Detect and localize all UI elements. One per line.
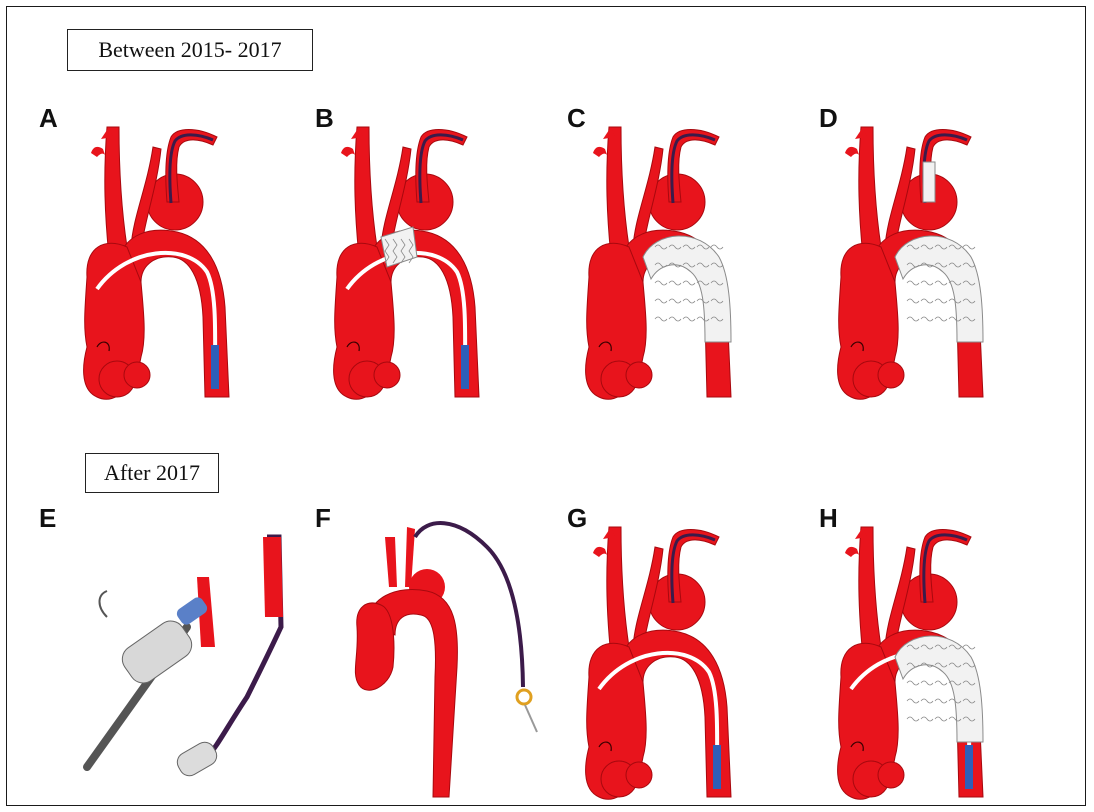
stent-mesh: [935, 681, 947, 685]
aortic-root-bulge: [626, 362, 652, 388]
stent-mesh: [683, 281, 695, 285]
aorta-illustration-f: [337, 507, 557, 807]
stent-mesh: [935, 281, 947, 285]
stent-graft: [643, 236, 731, 342]
stent-mesh: [655, 317, 667, 321]
stent-mesh: [655, 299, 667, 303]
stent-mesh: [963, 645, 975, 649]
stent-mesh: [935, 717, 947, 721]
stent-mesh: [935, 317, 947, 321]
aortic-root-bulge: [878, 762, 904, 788]
label-after-2017: After 2017: [85, 453, 219, 493]
aortic-arch: [586, 127, 731, 399]
branch-stub: [593, 147, 607, 157]
branch-graft: [923, 162, 935, 202]
brachiocephalic-artery: [355, 127, 377, 257]
aortic-arch: [334, 127, 479, 399]
stent-mesh: [921, 717, 933, 721]
stent-graft: [895, 236, 983, 342]
aorta-illustration-g: [559, 507, 759, 807]
branch-stub: [91, 147, 105, 157]
delivery-sheath: [461, 345, 469, 389]
aortic-arch: [838, 527, 983, 799]
label-between-2015-2017: Between 2015- 2017: [67, 29, 313, 71]
stent-mesh: [921, 317, 933, 321]
figure-frame: Between 2015- 2017 After 2017 A B C D E …: [6, 6, 1086, 806]
stent-mesh: [935, 299, 947, 303]
aorta-illustration-c: [559, 107, 759, 407]
aortic-root-bulge: [358, 670, 376, 688]
panel-letter-a: A: [39, 103, 58, 134]
brachiocephalic-artery: [859, 527, 881, 657]
delivery-sheath: [713, 745, 721, 789]
aorta-illustration-b: [307, 107, 507, 407]
stent-mesh: [669, 281, 681, 285]
aortic-root-bulge: [374, 362, 400, 388]
catheter-tip: [525, 705, 537, 732]
stent-mesh: [907, 699, 919, 703]
branch-stub: [593, 547, 607, 557]
stent-mesh: [655, 281, 667, 285]
side-port: [100, 591, 108, 617]
stent-mesh: [921, 681, 933, 685]
valve-hub: [174, 739, 221, 780]
stent-mesh: [711, 245, 723, 249]
stent-mesh: [907, 299, 919, 303]
stent-mesh: [935, 699, 947, 703]
branch-stub: [845, 547, 859, 557]
branch-stub: [341, 147, 355, 157]
aortic-root-bulge: [124, 362, 150, 388]
aorta-illustration-h: [811, 507, 1011, 807]
stent-mesh: [921, 281, 933, 285]
aorta-illustration-d: [811, 107, 1011, 407]
stent-mesh: [683, 299, 695, 303]
brachiocephalic-artery: [859, 127, 881, 257]
aortic-root-bulge: [878, 362, 904, 388]
aortic-arch: [586, 527, 731, 799]
aortic-arch: [84, 127, 229, 399]
brachiocephalic-artery: [607, 527, 629, 657]
catheter-setup-illustration-e: [67, 507, 287, 807]
stent-mesh: [921, 699, 933, 703]
aorta-illustration-a: [57, 107, 257, 407]
delivery-sheath: [211, 345, 219, 389]
aortic-arch: [838, 127, 983, 399]
panel-letter-f: F: [315, 503, 331, 534]
catheter-ring: [517, 690, 531, 704]
stent-graft: [895, 636, 983, 742]
panel-letter-e: E: [39, 503, 56, 534]
stent-mesh: [669, 299, 681, 303]
brachiocephalic-artery: [385, 537, 397, 587]
stent-mesh: [921, 299, 933, 303]
stent-mesh: [683, 317, 695, 321]
stent-mesh: [963, 245, 975, 249]
vessel-segment: [263, 537, 283, 617]
aortic-root-bulge: [626, 762, 652, 788]
stent-mesh: [907, 317, 919, 321]
stent-mesh: [907, 717, 919, 721]
stent-mesh: [669, 317, 681, 321]
branch-stub: [845, 147, 859, 157]
delivery-sheath: [965, 745, 973, 789]
brachiocephalic-artery: [607, 127, 629, 257]
stent-mesh: [907, 681, 919, 685]
brachiocephalic-artery: [105, 127, 127, 257]
stent-mesh: [907, 281, 919, 285]
